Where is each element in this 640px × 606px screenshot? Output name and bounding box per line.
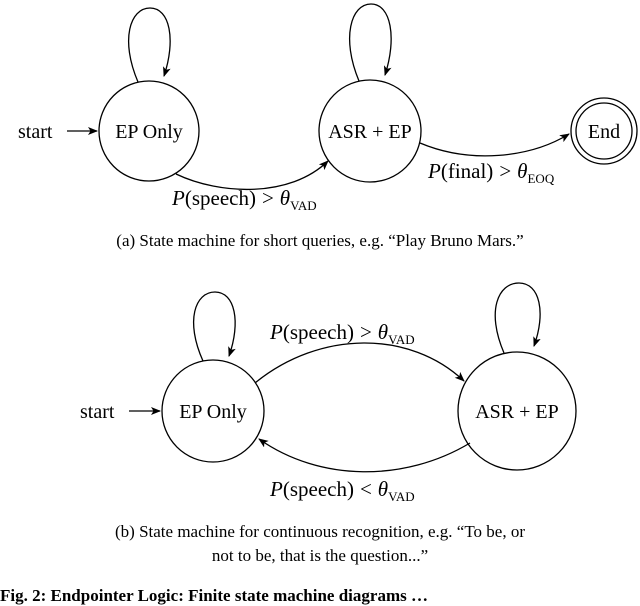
self-loop-asr-ep-b: [494, 282, 541, 354]
state-label-ep-only-b: EP Only: [179, 401, 247, 423]
state-label-ep-only-a: EP Only: [115, 121, 183, 143]
state-ep-only-a: EP Only: [98, 80, 200, 182]
caption-b-line1: (b) State machine for continuous recogni…: [115, 522, 525, 541]
transition-ep-to-asr-a: [175, 160, 329, 190]
transition-label-asr-to-end-a: P(final)>θEOQ: [427, 159, 555, 186]
start-label-a: start: [18, 121, 53, 143]
self-loop-asr-ep-a: [348, 3, 392, 82]
state-end-a: End: [570, 97, 638, 165]
transition-label-ep-to-asr-a: P(speech)>θVAD: [171, 186, 317, 213]
start-label-b: start: [80, 401, 115, 423]
self-loop-ep-only-a: [128, 7, 171, 83]
state-asr-ep-b: ASR + EP: [457, 351, 577, 471]
state-label-end-a: End: [588, 121, 620, 143]
figure-b: start EP Only ASR + EP P(speech)>θVAD P(…: [80, 282, 577, 504]
transition-label-asr-to-ep-b: P(speech)<θVAD: [269, 477, 415, 504]
transition-ep-to-asr-b: [254, 342, 465, 384]
transition-asr-to-ep-b: [258, 438, 471, 473]
caption-b-line2: not to be, that is the question...”: [211, 546, 429, 565]
transition-asr-to-end-a: [419, 133, 570, 157]
figure-a: start EP Only ASR + EP End P(speech)>θVA…: [18, 3, 638, 213]
state-ep-only-b: EP Only: [161, 359, 265, 463]
figure-footer-text: Fig. 2: Endpointer Logic: Finite state m…: [0, 586, 428, 605]
self-loop-ep-only-b: [193, 291, 236, 362]
state-asr-ep-a: ASR + EP: [318, 79, 422, 183]
caption-a: (a) State machine for short queries, e.g…: [116, 231, 524, 250]
state-label-asr-ep-b: ASR + EP: [475, 401, 559, 423]
state-label-asr-ep-a: ASR + EP: [328, 121, 412, 143]
transition-label-ep-to-asr-b: P(speech)>θVAD: [269, 320, 415, 347]
